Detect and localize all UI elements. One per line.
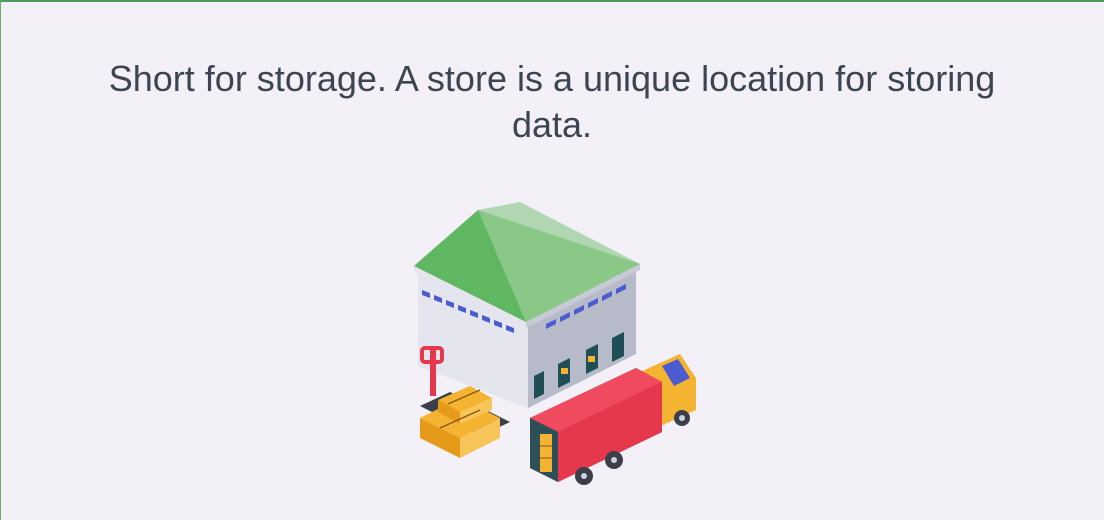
warehouse-illustration [400, 196, 710, 486]
left-border [0, 0, 1, 520]
definition-text: Short for storage. A store is a unique l… [108, 58, 996, 145]
top-border [0, 0, 1104, 2]
warehouse-with-truck-icon [414, 202, 696, 485]
